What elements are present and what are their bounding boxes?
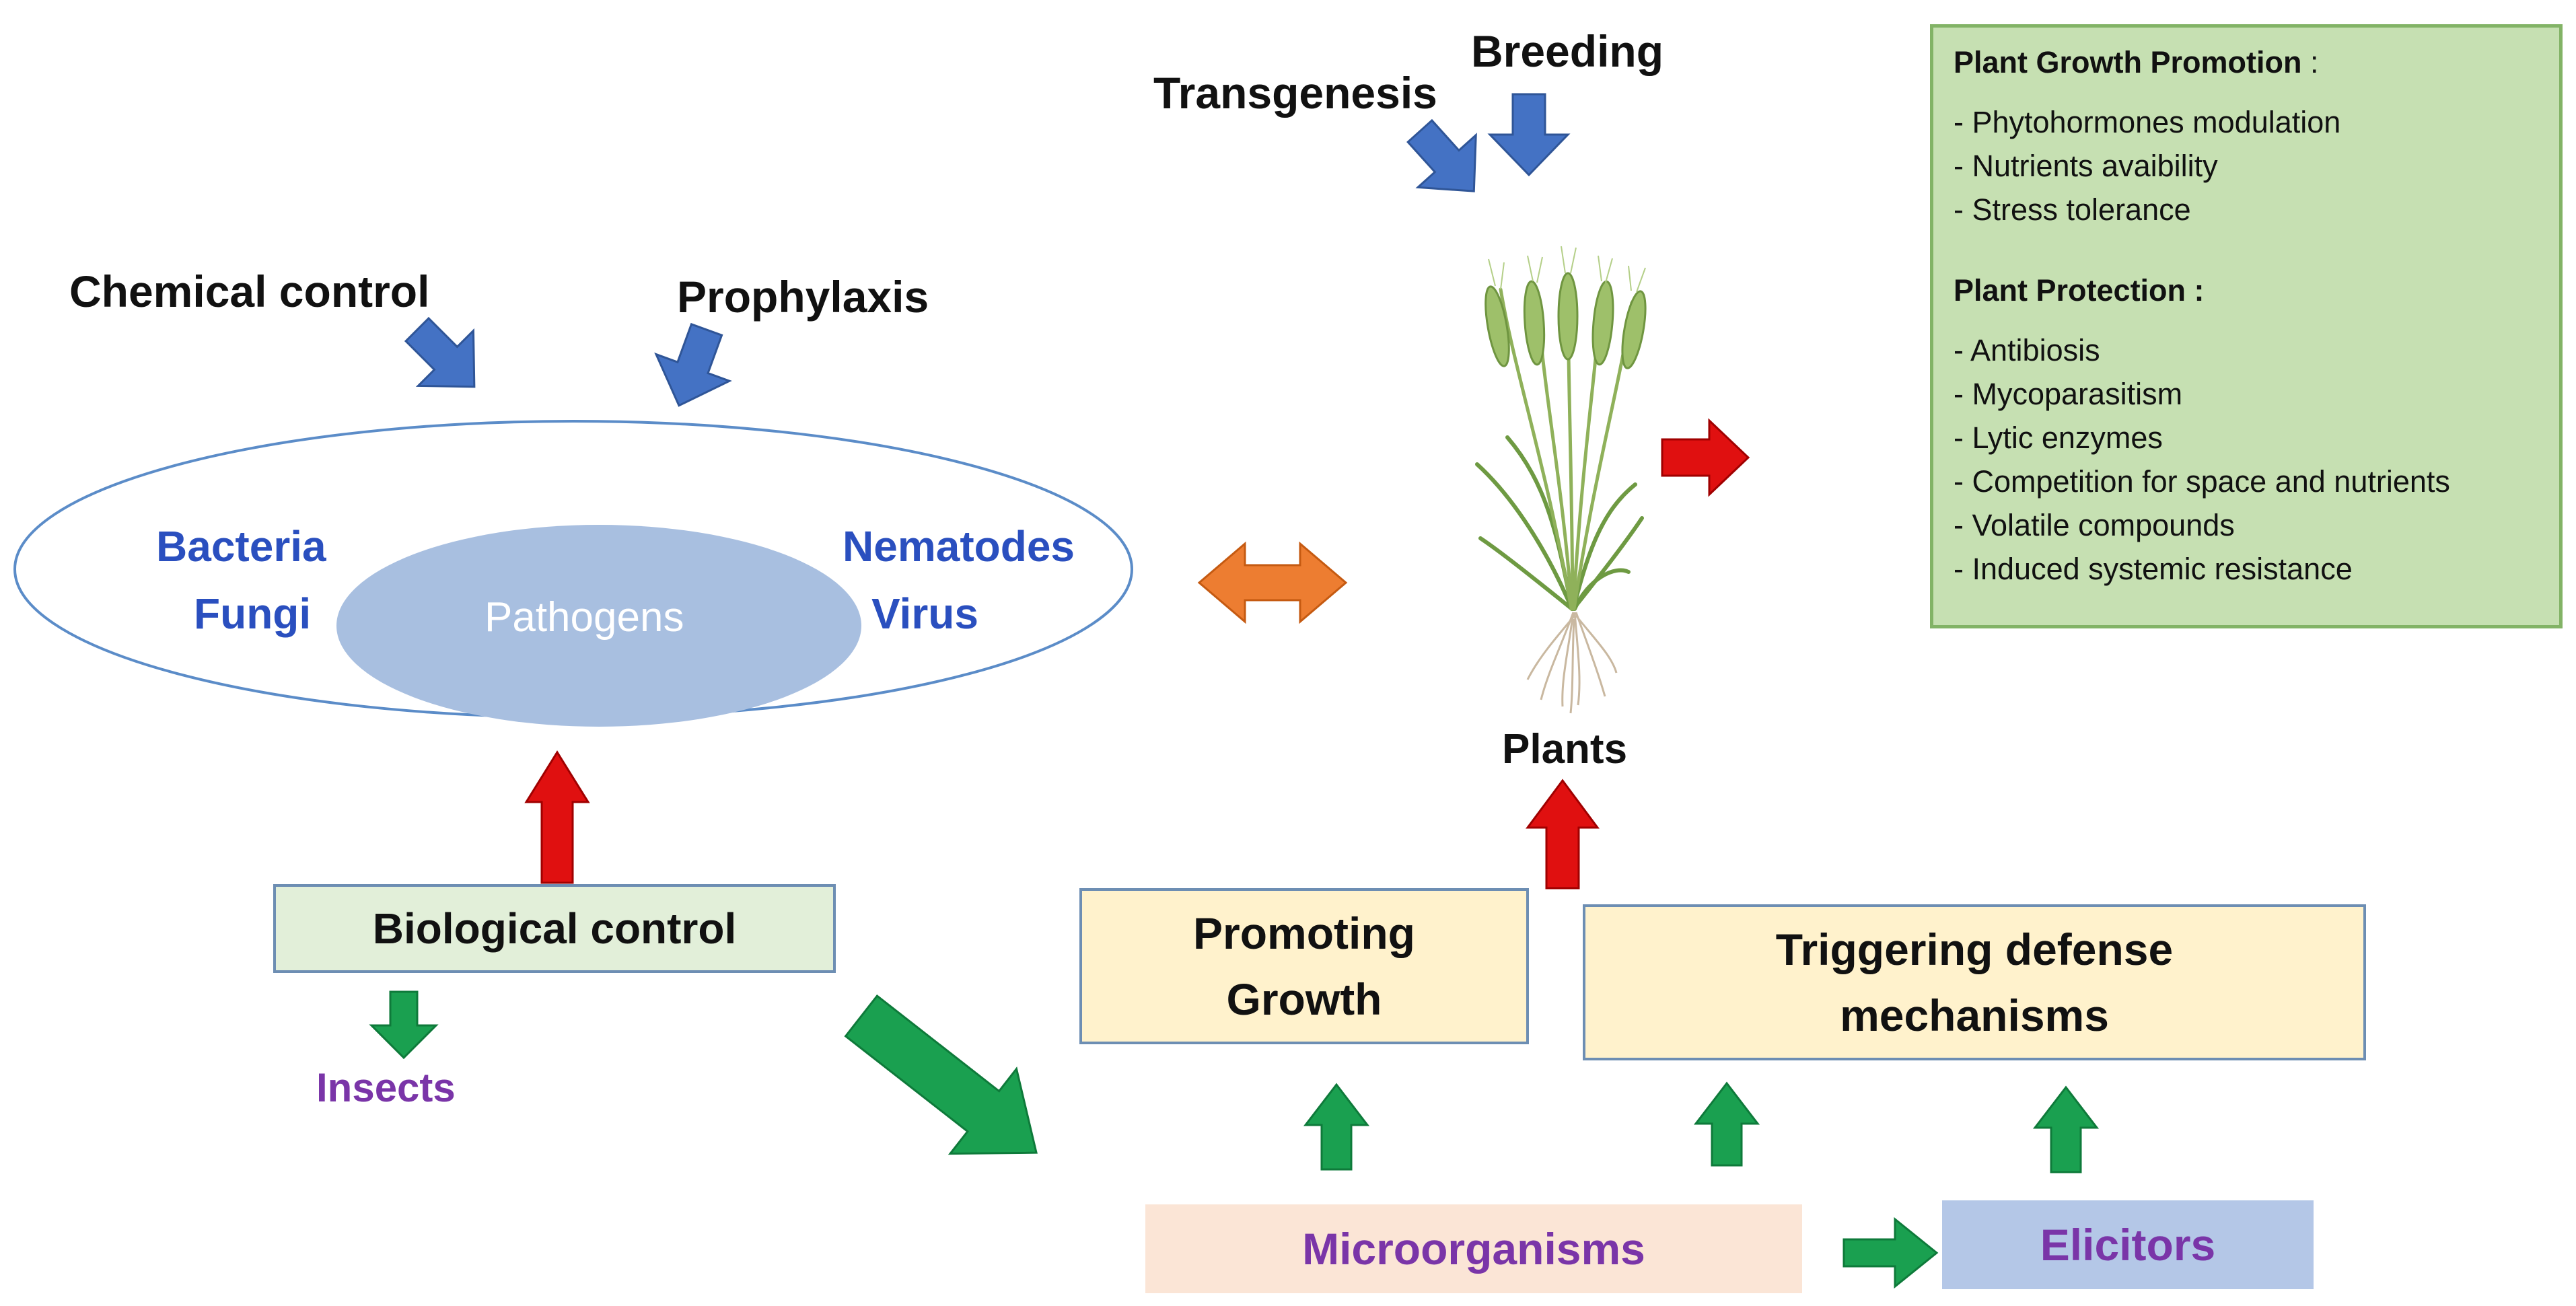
biocontrol-up-arrow: [524, 750, 590, 884]
microorganisms-to-elicitors-arrow: [1842, 1217, 1939, 1289]
mechanisms-info-box: Plant Growth Promotion : - Phytohormones…: [1930, 24, 2563, 628]
elicitors-to-defense-arrow: [2032, 1085, 2100, 1173]
pathogen-type-virus: Virus: [871, 589, 978, 638]
prophylaxis-label: Prophylaxis: [677, 272, 929, 322]
plants-up-arrow: [1526, 778, 1600, 890]
pathogen-plant-double-arrow: [1197, 541, 1348, 624]
prophylaxis-arrow: [654, 322, 732, 407]
elicitors-label: Elicitors: [2040, 1220, 2216, 1270]
transgenesis-label: Transgenesis: [1153, 68, 1437, 118]
insects-down-arrow: [369, 990, 439, 1060]
pathogens-label: Pathogens: [485, 594, 684, 641]
pathogen-type-nematodes: Nematodes: [843, 522, 1075, 571]
list-item: - Mycoparasitism: [1954, 377, 2183, 411]
pathogen-type-bacteria: Bacteria: [156, 522, 326, 571]
microorganisms-box: Microorganisms: [1145, 1204, 1802, 1293]
insects-label: Insects: [316, 1065, 456, 1110]
growth-promotion-title-suffix: :: [2301, 45, 2319, 79]
transgenesis-arrow: [1406, 118, 1477, 192]
promoting-growth-label: Promoting Growth: [1193, 908, 1415, 1024]
list-item: - Competition for space and nutrients: [1954, 464, 2450, 499]
biological-control-label: Biological control: [372, 904, 737, 953]
pathogen-type-fungi: Fungi: [194, 589, 312, 638]
triggering-defense-label: Triggering defense mechanisms: [1775, 924, 2174, 1040]
growth-promotion-list: - Phytohormones modulation - Nutrients a…: [1954, 100, 2539, 231]
microorganisms-label: Microorganisms: [1302, 1224, 1645, 1274]
wheat-plant-illustration: [1475, 246, 1647, 714]
list-item: - Phytohormones modulation: [1954, 105, 2341, 139]
list-item: - Nutrients avaibility: [1954, 149, 2218, 183]
breeding-arrow: [1487, 93, 1571, 177]
plant-protection-list: - Antibiosis - Mycoparasitism - Lytic en…: [1954, 328, 2539, 591]
promoting-growth-box: Promoting Growth: [1079, 888, 1529, 1044]
growth-promotion-title: Plant Growth Promotion: [1954, 45, 2302, 79]
pathogen-inner-ellipse: [336, 525, 861, 727]
microorganisms-to-defense-arrow: [1693, 1081, 1760, 1167]
triggering-defense-box: Triggering defense mechanisms: [1583, 904, 2366, 1060]
list-item: - Lytic enzymes: [1954, 421, 2163, 455]
microorganisms-to-growth-arrow: [1303, 1083, 1370, 1171]
plants-label: Plants: [1502, 726, 1628, 772]
biological-control-box: Biological control: [273, 884, 836, 973]
breeding-label: Breeding: [1471, 26, 1664, 76]
chemical-control-arrow: [404, 316, 476, 388]
list-item: - Volatile compounds: [1954, 508, 2235, 542]
list-item: - Antibiosis: [1954, 333, 2100, 367]
biocontrol-to-microorganisms-arrow: [844, 994, 1038, 1155]
plant-to-info-arrow: [1661, 418, 1750, 497]
plant-protection-heading: Plant Protection :: [1954, 273, 2205, 307]
growth-promotion-heading: Plant Growth Promotion :: [1954, 45, 2539, 80]
list-item: - Induced systemic resistance: [1954, 552, 2353, 586]
chemical-control-label: Chemical control: [69, 266, 430, 316]
elicitors-box: Elicitors: [1942, 1200, 2314, 1289]
list-item: - Stress tolerance: [1954, 192, 2191, 227]
